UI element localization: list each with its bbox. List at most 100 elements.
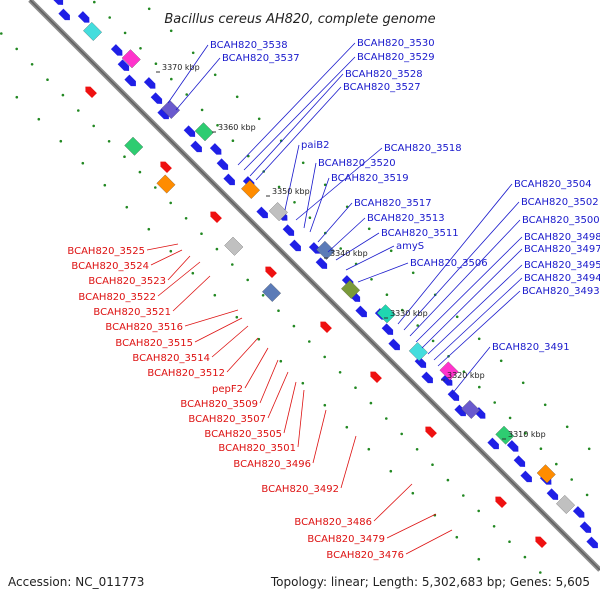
forward-gene	[520, 470, 532, 483]
forward-gene	[355, 305, 367, 318]
reverse-leader	[194, 317, 243, 343]
reverse-gene-label: BCAH820_3492	[261, 484, 339, 495]
tick-label: 3310 kbp	[508, 430, 546, 439]
track-dot	[411, 491, 415, 495]
track-dot	[570, 478, 573, 481]
track-dot	[147, 227, 151, 231]
track-dot	[123, 31, 127, 35]
track-dot	[231, 139, 235, 142]
forward-gene	[579, 521, 592, 533]
track-dot	[108, 16, 111, 19]
track-dot	[37, 117, 41, 121]
reverse-gene	[535, 536, 547, 548]
track-dot	[543, 403, 547, 407]
track-dot	[301, 381, 305, 385]
track-dot	[191, 271, 195, 275]
track-dot	[462, 370, 466, 374]
track-dot	[30, 63, 34, 66]
reverse-gene	[210, 211, 222, 223]
track-dot	[77, 109, 80, 112]
forward-gene-label: BCAH820_3517	[354, 198, 432, 209]
track-dot	[213, 293, 217, 297]
forward-gene-label: BCAH820_3513	[367, 213, 445, 224]
reverse-gene	[495, 496, 507, 508]
track-dot	[147, 7, 151, 11]
track-dot	[123, 155, 126, 158]
forward-leader	[433, 277, 523, 361]
track-dot	[81, 161, 85, 165]
track-dot	[59, 139, 63, 143]
gene-family-box	[536, 464, 556, 484]
gene-family-box	[121, 49, 141, 69]
track-dot	[246, 278, 249, 282]
reverse-gene	[370, 371, 382, 383]
track-dot	[415, 448, 419, 451]
rna-track	[0, 0, 591, 574]
forward-leader	[175, 57, 221, 111]
gene-family-box	[316, 240, 336, 260]
track-dot	[455, 535, 459, 539]
gene-family-box	[262, 282, 282, 302]
reverse-gene-label: BCAH820_3486	[294, 517, 372, 528]
gene-family-box	[161, 99, 181, 119]
track-dot	[565, 425, 569, 429]
forward-gene-label: BCAH820_3520	[318, 158, 396, 169]
track-dot	[139, 47, 142, 50]
track-dot	[92, 124, 95, 128]
forward-gene-label: BCAH820_3519	[331, 173, 409, 184]
track-dot	[446, 478, 450, 482]
reverse-gene-label: BCAH820_3515	[115, 338, 193, 349]
track-dot	[15, 47, 18, 51]
track-dot	[235, 95, 239, 99]
gene-family-box	[194, 122, 214, 142]
track-dot	[154, 62, 158, 65]
tick-label: 3370 kbp	[162, 63, 200, 72]
track-dot	[277, 185, 281, 189]
reverse-gene-label: BCAH820_3479	[307, 534, 385, 545]
gene-family-box	[495, 425, 515, 445]
track-dot	[277, 309, 280, 313]
track-dot	[170, 77, 173, 81]
forward-gene-label: BCAH820_3495	[524, 260, 600, 271]
forward-leader	[249, 73, 344, 177]
forward-gene	[117, 59, 130, 71]
reverse-leader	[386, 513, 437, 539]
forward-gene	[58, 8, 70, 21]
track-dot	[61, 93, 65, 97]
track-dot	[385, 417, 388, 420]
track-dot	[231, 263, 234, 266]
track-dot	[345, 425, 349, 429]
reverse-leader	[184, 309, 239, 327]
forward-leader	[421, 248, 523, 349]
track-dot	[323, 183, 327, 187]
reverse-gene-label: BCAH820_3514	[132, 353, 210, 364]
forward-leader	[317, 202, 353, 243]
forward-gene-label: BCAH820_3528	[345, 69, 423, 80]
forward-leader	[409, 219, 521, 337]
reverse-gene-label: BCAH820_3501	[218, 443, 296, 454]
track-dot	[154, 186, 157, 189]
track-dot	[492, 525, 496, 528]
forward-gene	[282, 224, 295, 236]
track-dot	[293, 201, 296, 204]
track-dot	[185, 93, 188, 96]
reverse-gene-label: BCAH820_3505	[204, 429, 282, 440]
forward-leader	[451, 346, 491, 395]
forward-gene	[150, 92, 163, 104]
forward-gene-label: BCAH820_3538	[210, 40, 288, 51]
track-dot	[279, 359, 283, 363]
gene-family-box	[341, 279, 361, 299]
track-dot	[367, 447, 371, 451]
gene-labels: BCAH820_3538BCAH820_3537BCAH820_3530BCAH…	[67, 38, 600, 561]
reverse-leader	[172, 275, 211, 312]
track-dot	[292, 324, 296, 328]
track-dot	[499, 359, 503, 363]
forward-gene	[315, 257, 328, 269]
track-dot	[308, 216, 312, 219]
tick-label: 3350 kbp	[272, 187, 310, 196]
reverse-gene-label: pepF2	[212, 384, 243, 395]
forward-leader	[284, 144, 300, 211]
track-dot	[261, 294, 265, 297]
tick-label: 3320 kbp	[447, 371, 485, 380]
track-dot	[400, 432, 404, 436]
